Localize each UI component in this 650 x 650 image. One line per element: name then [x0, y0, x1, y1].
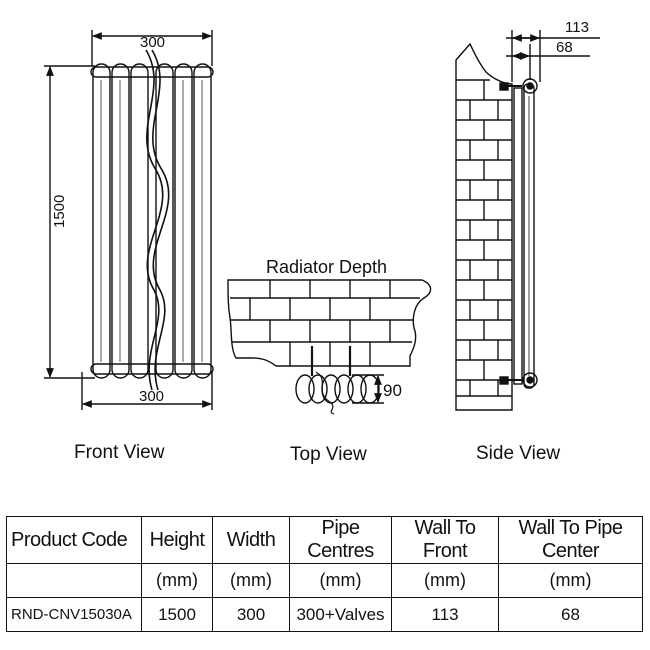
front-view-drawing: [44, 30, 214, 410]
technical-drawing: 300 300 1500 Radiator Depth: [44, 19, 600, 415]
units-cell: (mm): [289, 563, 392, 598]
side-dim-wall-to-front: 113: [565, 19, 589, 36]
side-view-label: Side View: [476, 443, 561, 464]
top-view-title: Radiator Depth: [266, 257, 387, 277]
front-dim-bottom: 300: [139, 388, 164, 405]
top-dim-depth: 90: [383, 381, 402, 400]
units-cell: (mm): [212, 563, 290, 598]
product-code-cell: RND-CNV15030A: [6, 597, 142, 632]
header-wall-to-pipe-center: Wall To Pipe Center: [498, 516, 643, 564]
top-view-drawing: [227, 279, 432, 415]
width-cell: 300: [212, 597, 290, 632]
header-width: Width: [212, 516, 290, 564]
front-dim-height: 1500: [51, 195, 68, 228]
spec-header-row: Product Code Height Width Pipe Centres W…: [6, 516, 643, 564]
units-cell: (mm): [498, 563, 643, 598]
wall-to-pipe-center-cell: 68: [498, 597, 643, 632]
height-cell: 1500: [141, 597, 213, 632]
top-view-label: Top View: [290, 444, 367, 465]
front-dim-top: 300: [140, 34, 165, 51]
units-cell: (mm): [141, 563, 213, 598]
wall-to-front-cell: 113: [391, 597, 499, 632]
table-row: RND-CNV15030A 1500 300 300+Valves 113 68: [6, 597, 643, 632]
side-view-drawing: [455, 30, 600, 411]
header-product-code: Product Code: [6, 516, 142, 564]
header-wall-to-front: Wall To Front: [391, 516, 499, 564]
header-height: Height: [141, 516, 213, 564]
side-dim-wall-to-pipe: 68: [556, 39, 573, 56]
header-pipe-centres: Pipe Centres: [289, 516, 392, 564]
front-view-label: Front View: [74, 442, 165, 463]
spec-table: Product Code Height Width Pipe Centres W…: [6, 516, 643, 632]
units-cell: [6, 563, 142, 598]
pipe-centres-cell: 300+Valves: [289, 597, 392, 632]
units-cell: (mm): [391, 563, 499, 598]
units-row: (mm) (mm) (mm) (mm) (mm): [6, 563, 643, 598]
